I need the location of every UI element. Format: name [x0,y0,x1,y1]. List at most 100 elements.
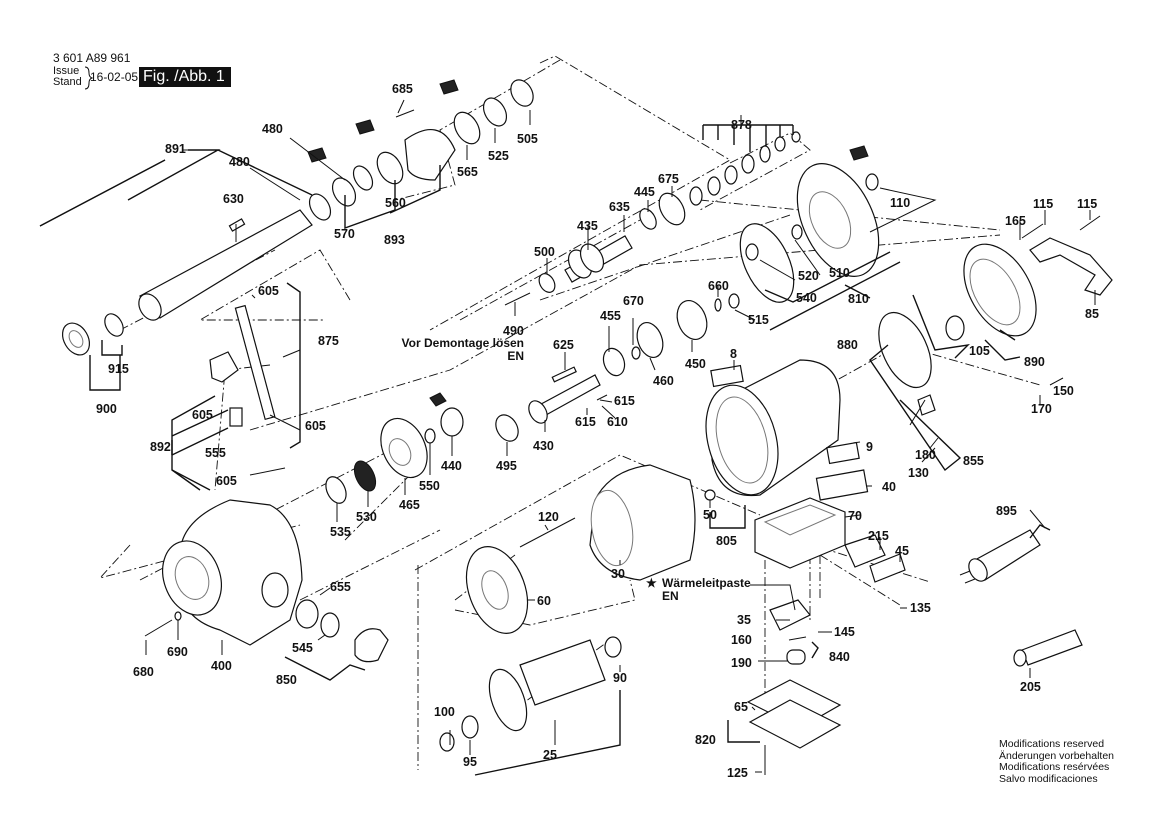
part-label: 9 [866,440,873,454]
rod-120 [519,517,576,548]
part-label: 100 [434,705,455,719]
part-label: 60 [537,594,551,608]
issue-stand-label: Issue Stand [53,66,82,88]
bearing-505 [510,79,534,107]
pinion-shaft-430 [528,374,601,424]
part-label: 850 [276,673,297,687]
strain-relief-205 [1021,629,1083,666]
part-label: 40 [882,480,896,494]
part-label: 630 [223,192,244,206]
bearing-525 [482,97,508,127]
part-label: 530 [356,510,377,524]
part-label: 170 [1031,402,1052,416]
part-label: 30 [611,567,625,581]
part-label: 635 [609,200,630,214]
thermal-paste-line2: EN [662,589,679,603]
part-label: 890 [1024,355,1045,369]
issue-brace-icon [84,66,94,90]
part-label: 180 [915,448,936,462]
part-label: 520 [798,269,819,283]
housing-ring [404,129,456,181]
part-label: 430 [533,439,554,453]
issue-label: Issue [53,65,80,77]
part-label: 480 [262,122,283,136]
bearing-95 [461,715,479,739]
part-label: 840 [829,650,850,664]
part-label: 880 [837,338,858,352]
part-label: 892 [150,440,171,454]
thermal-paste-note: ★ Wärmeleitpaste EN [646,576,751,603]
part-label: 875 [318,334,339,348]
part-label: 570 [334,227,355,241]
key-630 [228,218,246,232]
oring-540 [739,223,795,303]
washer-690 [174,611,182,621]
intermediate-shaft-435 [564,235,633,283]
key-625 [551,366,577,383]
electronics-box-70 [754,497,846,569]
spring-610 [596,394,608,401]
bearing-515 [728,293,740,309]
part-label: 565 [457,165,478,179]
part-label: 460 [653,374,674,388]
part-label: 130 [908,466,929,480]
part-label: 550 [419,479,440,493]
part-label: 510 [829,266,850,280]
part-label: 660 [708,279,729,293]
part-label: 135 [910,601,931,615]
washer-530 [353,460,377,492]
document-number: 3 601 A89 961 [53,51,131,65]
part-label: 820 [695,733,716,747]
part-label: 465 [399,498,420,512]
board-35 [769,599,811,631]
rod-875 [234,304,276,421]
part-label: 145 [834,625,855,639]
part-label: 205 [1020,680,1041,694]
gear-housing-400 [162,499,303,646]
part-label: 90 [613,671,627,685]
part-label: 605 [258,284,279,298]
part-label: 455 [600,309,621,323]
part-label: 160 [731,633,752,647]
part-label: 540 [796,291,817,305]
part-label: 535 [330,525,351,539]
ring-480 [308,193,332,221]
part-label: 555 [205,446,226,460]
part-label: 610 [607,415,628,429]
frame-45 [869,553,906,583]
cover-820 [748,699,842,749]
part-label: 810 [848,292,869,306]
part-label: 35 [737,613,751,627]
part-label: 50 [703,508,717,522]
bearing-440 [440,407,464,437]
part-label: 165 [1005,214,1026,228]
part-label: 900 [96,402,117,416]
part-number-labels: 685 480 480 891 630 570 560 893 565 525 … [96,82,1099,780]
part-label: 680 [133,665,154,679]
part-label: 110 [890,196,910,210]
ring-915 [104,313,124,337]
part-label: 125 [727,766,748,780]
circlip-655 [295,599,319,629]
power-cable-895 [959,522,1118,667]
washer-445 [639,208,657,230]
modifications-notice: Modifications reserved Änderungen vorbeh… [999,738,1114,785]
stand-label: Stand [53,76,82,88]
part-label: 500 [534,245,555,259]
part-label: 670 [623,294,644,308]
ring-100 [439,732,455,752]
figure-label: Fig. /Abb. 1 [139,67,231,87]
label-8 [710,364,744,388]
disassembly-note-line2: EN [507,349,524,363]
part-label: 505 [517,132,538,146]
filter-40 [815,469,869,501]
part-label: 915 [108,362,129,376]
part-label: 105 [969,344,990,358]
part-label: 685 [392,82,413,96]
part-label: 150 [1053,384,1074,398]
part-label: 893 [384,233,405,247]
part-label: 545 [292,641,313,655]
ring-670 [631,346,641,360]
motor-housing-805 [705,359,841,497]
part-label: 450 [685,357,706,371]
